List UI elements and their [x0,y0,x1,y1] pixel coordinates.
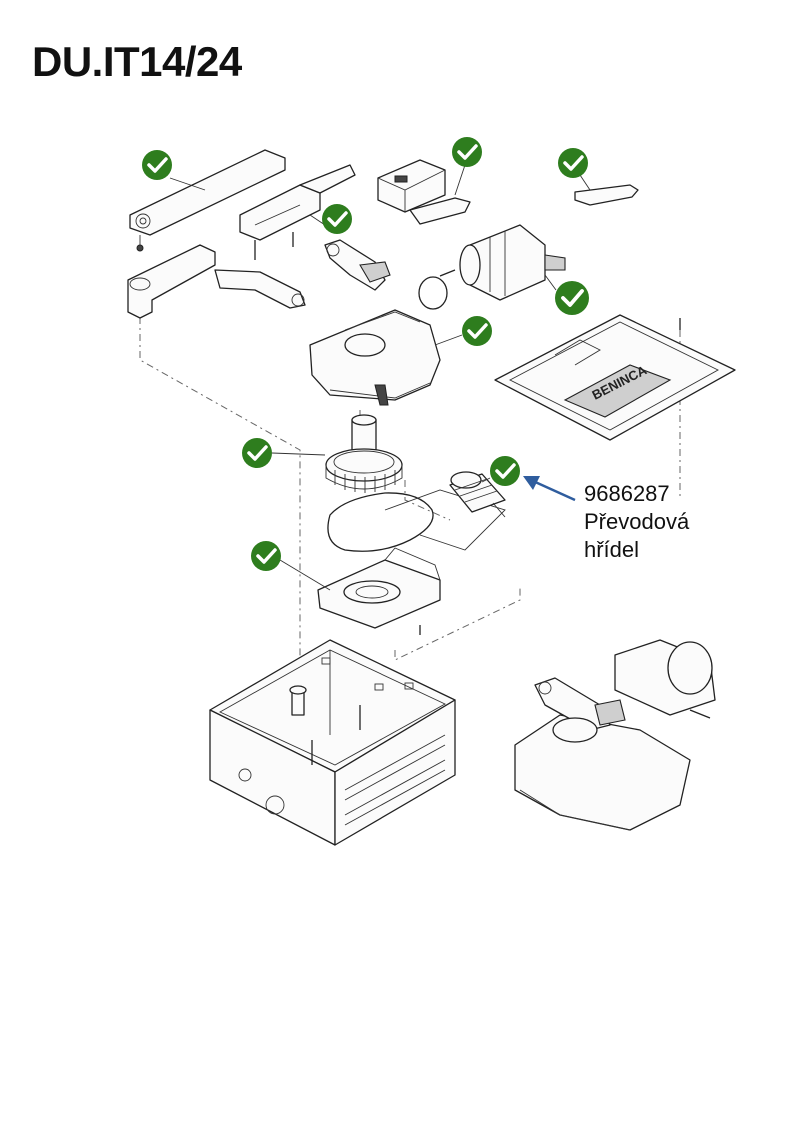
check-badge-icon [452,137,482,167]
check-badge-icon [142,150,172,180]
part-name-line1: Převodová [584,509,690,534]
part-callout: 9686287 Převodová hřídel [584,480,689,564]
check-badges [142,137,589,571]
cover-plate-part: BENINCA [494,314,736,441]
upper-housing-part [309,309,441,406]
check-badge-icon [251,541,281,571]
release-lock-part [239,164,356,260]
check-badge-icon [242,438,272,468]
gasket-outline [384,489,506,551]
part-name-line2: hřídel [584,537,640,562]
drive-arm-part [324,239,391,291]
gear-wheel-part [325,414,403,493]
base-box-part [209,639,456,846]
check-badge-icon [558,148,588,178]
clip-part [574,184,639,206]
check-badge-icon [322,204,352,234]
gasket-part [327,492,434,552]
bracket-part [127,244,306,319]
lower-housing-part [317,547,441,635]
callout-arrow [523,476,576,502]
lever-arm-part [129,149,286,252]
check-badge-icon [555,281,589,315]
motor-part [439,224,566,301]
check-badge-icon [490,456,520,486]
page-title: DU.IT14/24 [32,38,242,85]
o-ring-part [418,276,448,310]
limit-switch-part [377,159,471,225]
leader-lines [169,164,591,591]
part-number: 9686287 [584,481,670,506]
check-badge-icon [462,316,492,346]
assembled-operator-part [514,639,716,831]
transmission-shaft-part [449,471,506,518]
